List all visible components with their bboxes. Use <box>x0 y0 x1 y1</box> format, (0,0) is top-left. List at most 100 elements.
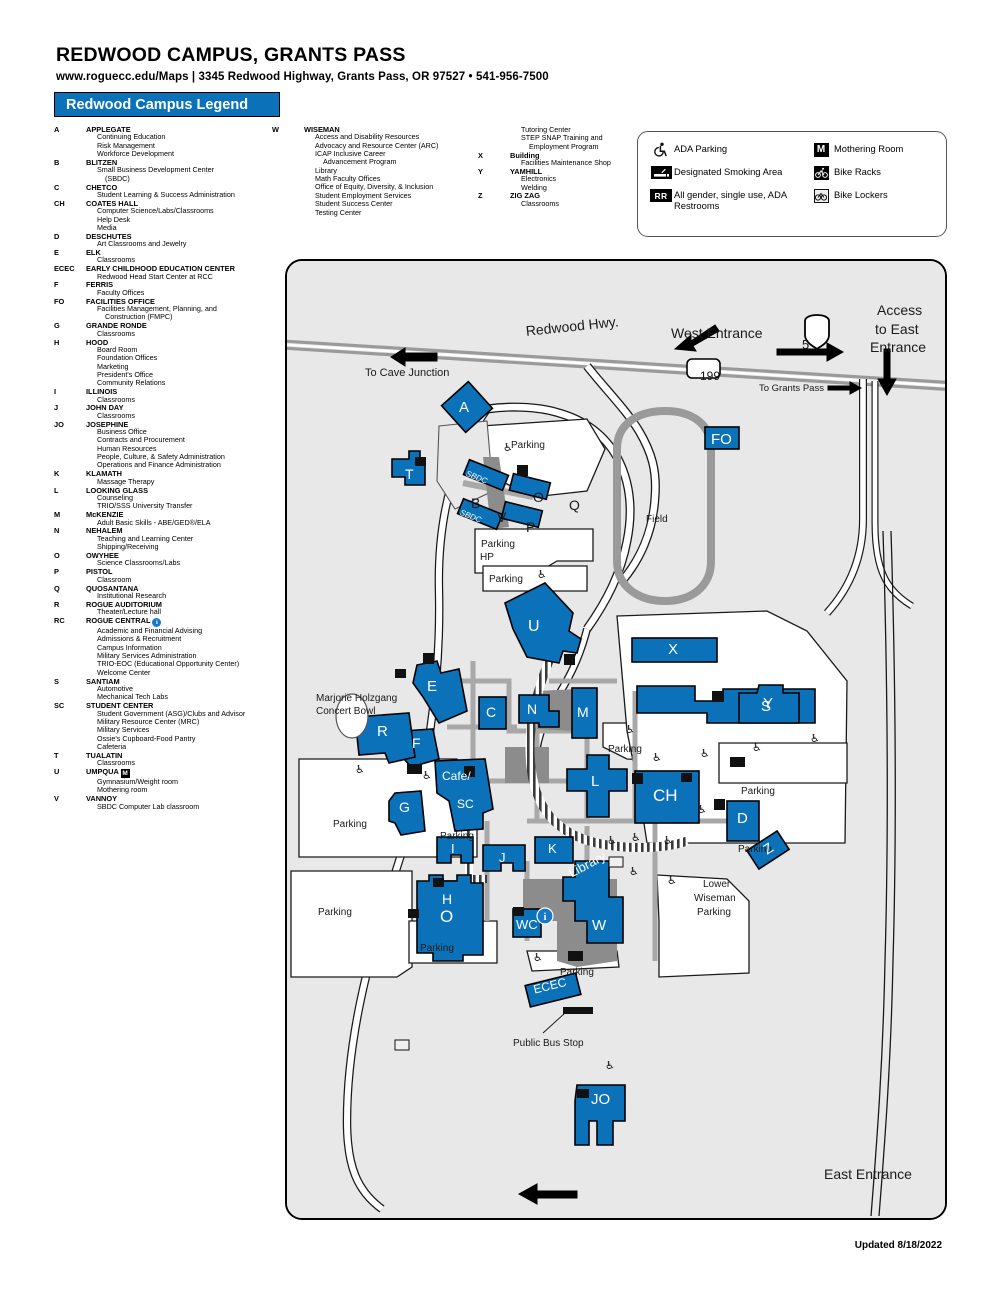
building-label-Y[interactable]: Y <box>763 695 774 712</box>
legend-entry-name: Building <box>510 150 540 160</box>
building-label-JO[interactable]: JO <box>591 1091 611 1108</box>
building-label-D[interactable]: D <box>737 810 748 827</box>
building-label-FO[interactable]: FO <box>711 431 732 448</box>
campus-map[interactable]: i ♿ ♿ ♿ ♿ ♿ ♿ ♿ ♿ ♿ ♿ ♿ ♿ ♿ ♿ ♿ ♿ ♿ <box>285 259 947 1220</box>
shape-M <box>571 687 598 739</box>
shape-G <box>388 790 426 836</box>
ada-mark-17: ♿ <box>605 1059 615 1072</box>
building-label-O[interactable]: O <box>440 907 454 926</box>
building-label-F[interactable]: F <box>412 735 421 751</box>
ada-mark-13: ♿ <box>533 951 543 964</box>
legend-entry-sub: TRIO/SSS University Transfer <box>97 501 193 511</box>
legend-entry-sub: Teaching and Learning Center <box>97 533 194 543</box>
legend-entry-sub: Access and Disability Resources <box>315 132 420 142</box>
smoking-badge-wiseman <box>568 951 583 961</box>
bike-badge-parking <box>464 766 475 777</box>
shape-JO <box>574 1084 626 1146</box>
legend-entry-sub: Student Success Center <box>315 199 393 209</box>
legend-entry-name: ZIG ZAG <box>510 191 540 201</box>
legend-entry-code: S <box>54 676 59 686</box>
shape-FO <box>704 426 740 450</box>
building-label-L[interactable]: L <box>591 773 600 790</box>
shape-Osmall <box>508 472 552 501</box>
bike-badge-D <box>714 799 725 810</box>
smoking-area-icon <box>648 165 674 180</box>
legend-entry-name: JOHN DAY <box>86 403 124 413</box>
legend-entry-code: I <box>54 387 57 397</box>
legend-entry-name: McKENZIE <box>86 510 124 520</box>
page-subtitle: www.roguecc.edu/Maps | 3345 Redwood High… <box>56 71 549 83</box>
building-label-CH[interactable]: CH <box>653 786 678 805</box>
building-label-K[interactable]: K <box>548 841 557 856</box>
legend-entry-name: TUALATIN <box>86 750 123 760</box>
legend-entry-code: A <box>54 125 60 134</box>
building-label-sc: SC <box>457 797 474 811</box>
shape-Obig <box>416 874 484 962</box>
icon-legend-row-ada-parking-icon: ADA Parking <box>648 142 727 157</box>
legend-entry-sub: Facilities Management, Planning, and <box>97 304 217 314</box>
legend-entry-code: N <box>54 526 60 536</box>
rr-badge-JO <box>577 1089 589 1098</box>
building-label-X[interactable]: X <box>668 641 679 658</box>
legend-entry-code: SC <box>54 701 65 711</box>
shape-D <box>726 800 760 842</box>
legend-entry-sub: Theater/Lecture hall <box>97 607 161 617</box>
building-label-J[interactable]: J <box>499 850 506 865</box>
legend-entry-sub: Advancement Program <box>323 157 397 167</box>
parking-label-4: Parking <box>440 831 474 842</box>
legend-entry-sub: Community Relations <box>97 378 166 388</box>
label-Q: Q <box>569 497 580 513</box>
legend-entry-sub: Operations and Finance Administration <box>97 460 221 470</box>
legend-entry-code: D <box>54 231 60 241</box>
building-label-G[interactable]: G <box>399 799 410 815</box>
building-label-H[interactable]: H <box>442 891 453 907</box>
building-label-I[interactable]: I <box>451 841 455 856</box>
legend-entry-sub: Library <box>315 165 337 175</box>
building-label-N[interactable]: N <box>527 701 538 717</box>
bike-badge-north <box>517 465 528 476</box>
building-label-S[interactable]: S <box>761 698 772 715</box>
icon-legend-label: Bike Lockers <box>834 189 888 200</box>
building-label-E[interactable]: E <box>427 678 438 695</box>
legend-entry-code: O <box>54 551 60 560</box>
building-label-T[interactable]: T <box>405 466 414 482</box>
building-label-W[interactable]: W <box>592 917 607 934</box>
legend-entry-sub: TRIO-EOC (Educational Opportunity Center… <box>97 659 240 669</box>
legend-entry-sub: Campus Information <box>97 642 162 652</box>
legend-entry-code: ECEC <box>54 264 75 274</box>
shield-199 <box>686 358 721 379</box>
building-label-WC[interactable]: WC <box>516 917 538 932</box>
building-label-M[interactable]: M <box>577 704 589 720</box>
legend-entry-sub: Marketing <box>97 361 129 371</box>
legend-entry-sub: Redwood Head Start Center at RCC <box>97 271 213 281</box>
ada-mark-16: ♿ <box>667 874 677 887</box>
bus-stop-marker <box>563 1007 593 1014</box>
concert-bowl-label-l1: Marjorie Holzgang <box>316 693 398 704</box>
legend-entry-code: M <box>54 510 61 520</box>
map-arrows <box>390 324 897 1205</box>
shape-C <box>478 696 507 730</box>
shield-5 <box>804 314 830 351</box>
legend-entry-name: KLAMATH <box>86 469 122 479</box>
building-label-C[interactable]: C <box>486 704 497 720</box>
legend-entry-sub: (SBDC) <box>105 173 130 183</box>
legend-entry-sub: Welcome Center <box>97 667 151 677</box>
building-label-A[interactable]: A <box>459 399 470 416</box>
building-label-U[interactable]: U <box>528 618 540 635</box>
building-label-R[interactable]: R <box>377 723 388 740</box>
legend-entry-name: BLITZEN <box>86 157 118 167</box>
legend-entry-sub: Board Room <box>97 344 138 354</box>
parking-label-9: Parking <box>608 744 642 755</box>
legend-entry-code: F <box>54 280 59 290</box>
